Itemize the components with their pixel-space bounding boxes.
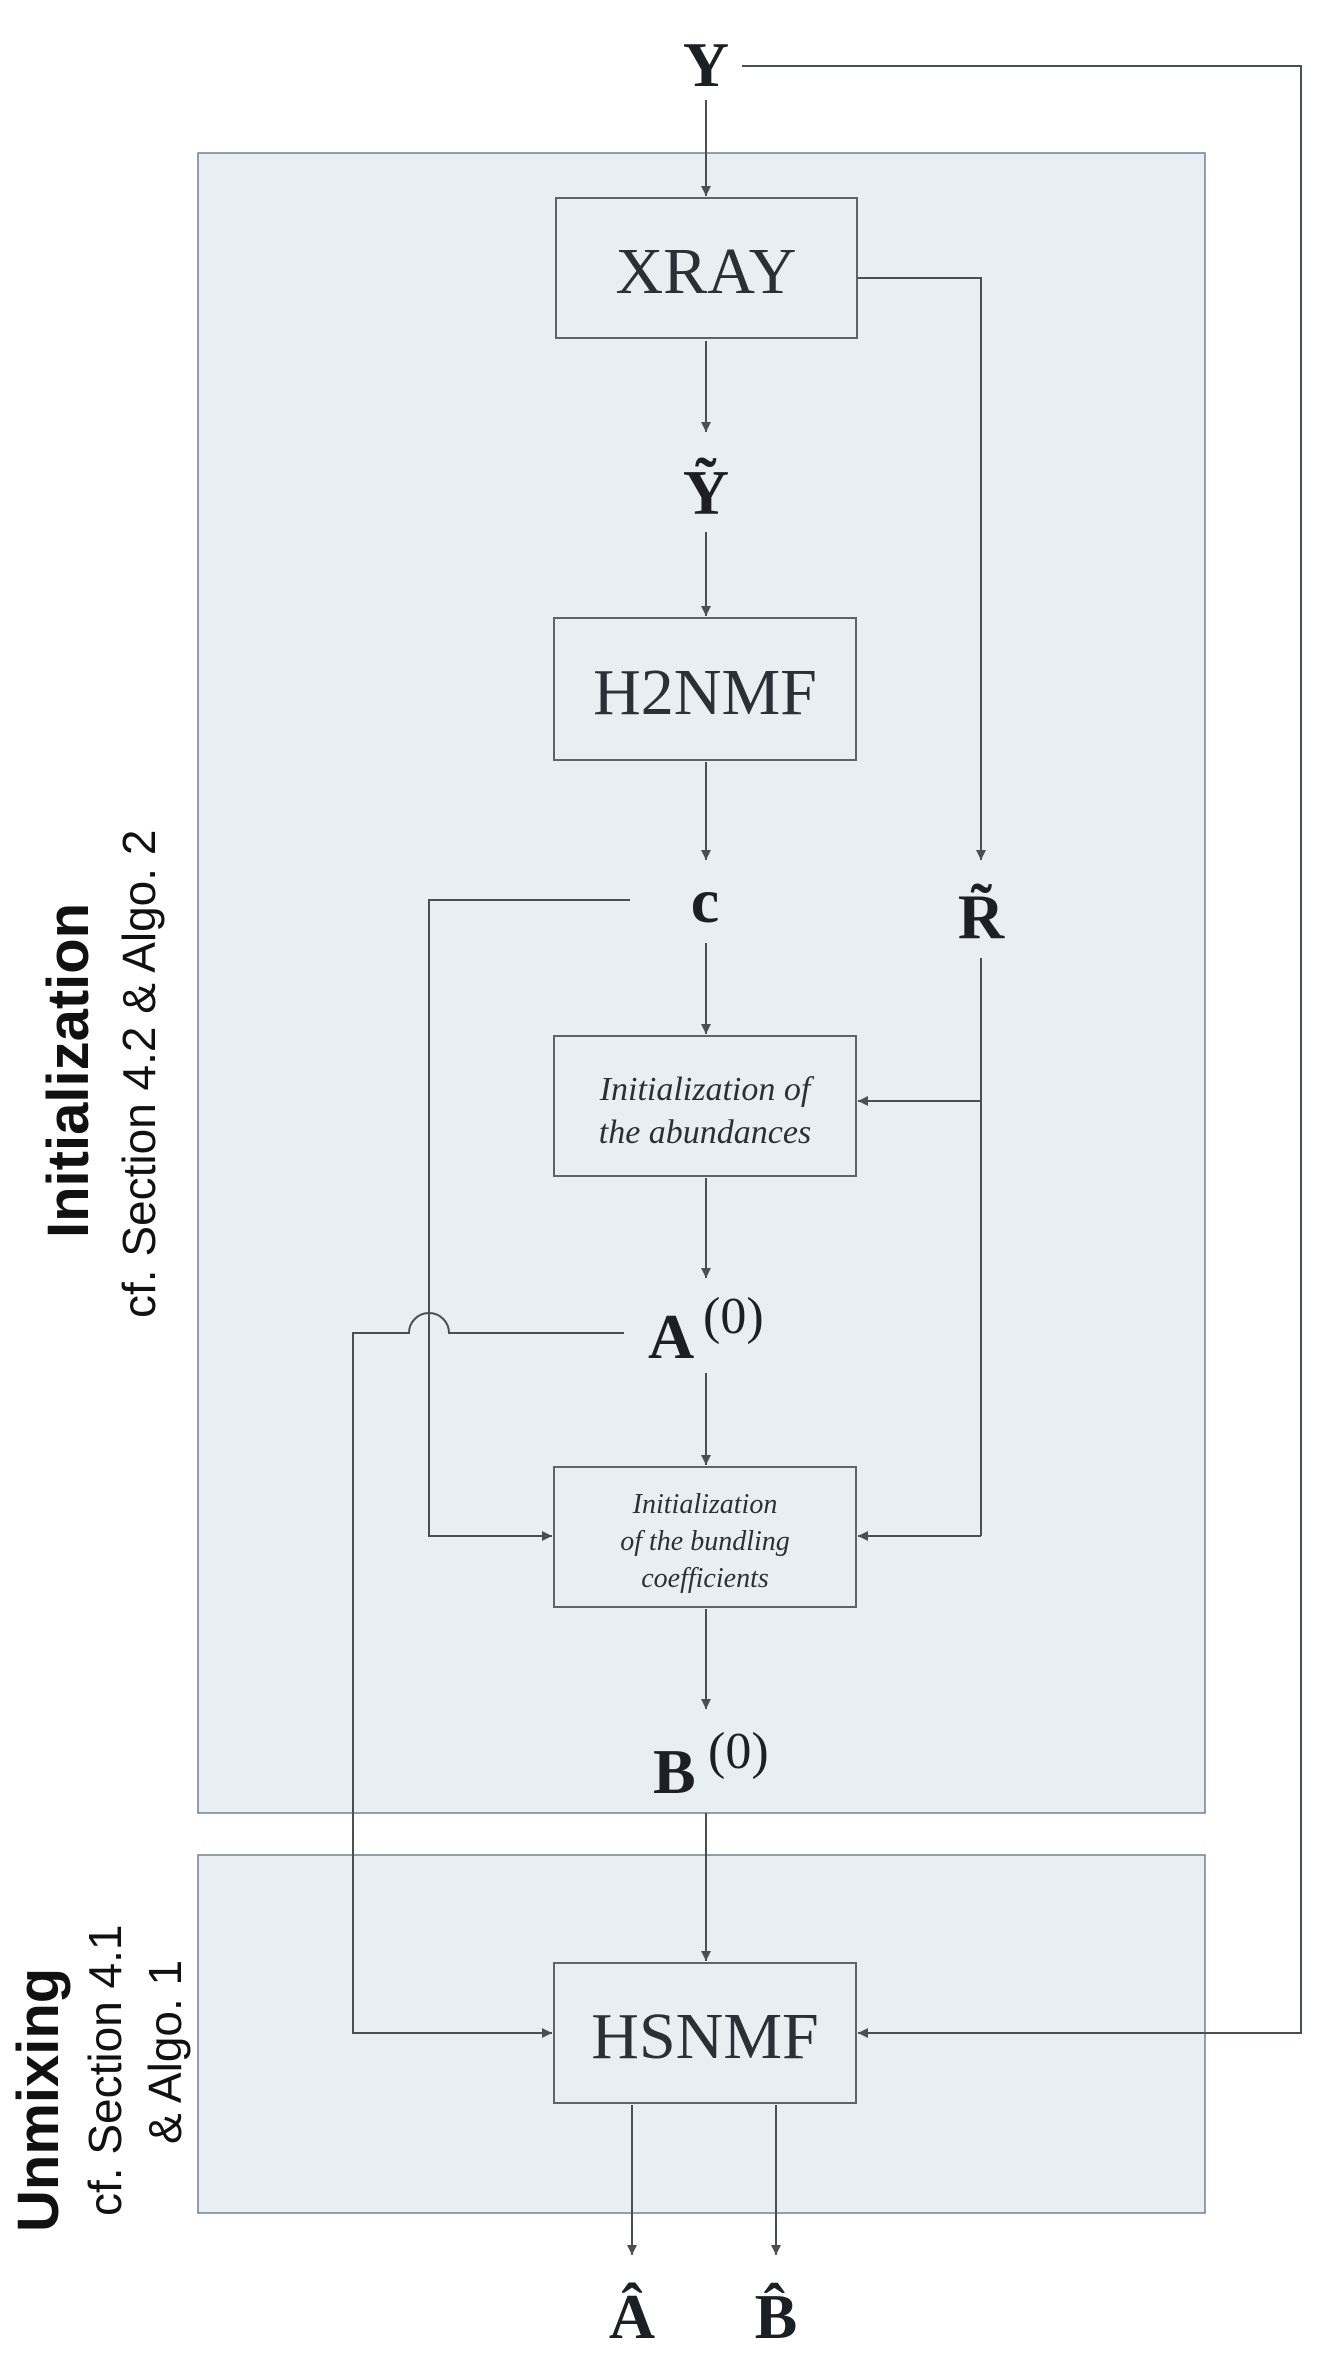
svg-text:(0): (0) [703,1288,764,1345]
flow-y-to-hsnmf [742,65,1302,2038]
flow-xray-to-rtilde [858,277,986,860]
init-bundling-block: Initialization of the bundling coefficie… [553,1466,857,1608]
b0-label: B (0) [653,1723,769,1807]
init-abundances-line2: the abundances [599,1114,811,1151]
y-input-label: Y [683,29,729,100]
init-bundling-line2: of the bundling [620,1526,790,1557]
initialization-subtitle: cf. Section 4.2 & Algo. 2 [113,830,165,1318]
init-abundances-line1: Initialization of [599,1071,815,1108]
unmixing-side-label: Unmixing cf. Section 4.1 & Algo. 1 [6,1925,191,2233]
y-tilde-label: Ỹ [683,457,729,528]
svg-text:A: A [648,1301,694,1372]
init-bundling-line1: Initialization [632,1489,778,1520]
a0-label: A (0) [648,1288,764,1372]
c-label: c [691,865,719,936]
h2nmf-label: H2NMF [593,656,817,729]
h2nmf-block: H2NMF [553,617,857,761]
svg-text:B: B [653,1736,696,1807]
hsnmf-block: HSNMF [553,1962,857,2104]
r-tilde-label: R̃ [958,881,1005,952]
unmixing-subtitle-line1: cf. Section 4.1 [79,1925,131,2217]
init-abundances-block: Initialization of the abundances [553,1035,857,1177]
init-bundling-line3: coefficients [641,1563,769,1594]
unmixing-subtitle-line2: & Algo. 1 [139,1960,191,2144]
a-hat-output-label: Â [609,2281,655,2352]
svg-text:(0): (0) [708,1723,769,1780]
xray-label: XRAY [616,235,797,308]
xray-block: XRAY [555,197,858,339]
initialization-side-label: Initialization cf. Section 4.2 & Algo. 2 [36,830,165,1318]
b-hat-output-label: B̂ [755,2281,798,2352]
flow-c-to-init-bundling [428,899,630,1541]
flow-a0-to-hsnmf [352,1312,624,2038]
unmixing-title: Unmixing [6,1968,71,2232]
initialization-title: Initialization [36,903,101,1238]
hsnmf-label: HSNMF [591,2000,818,2073]
